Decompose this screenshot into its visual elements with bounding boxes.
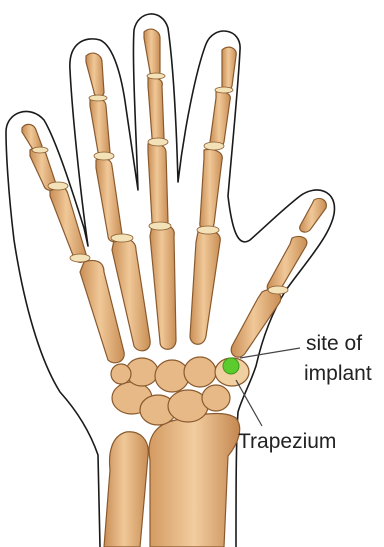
implant-site-marker	[223, 358, 239, 374]
trapezium-leader-line	[236, 380, 262, 426]
radius-bone	[149, 414, 240, 547]
metacarpal-bones	[80, 224, 281, 362]
implant-site-label-line2: implant	[304, 362, 372, 386]
forearm-bones	[104, 414, 240, 547]
implant-site-label-line1: site of	[306, 332, 362, 356]
ulna-bone	[104, 432, 148, 547]
implant-leader-line	[240, 348, 300, 358]
trapezium-label: Trapezium	[238, 430, 336, 454]
